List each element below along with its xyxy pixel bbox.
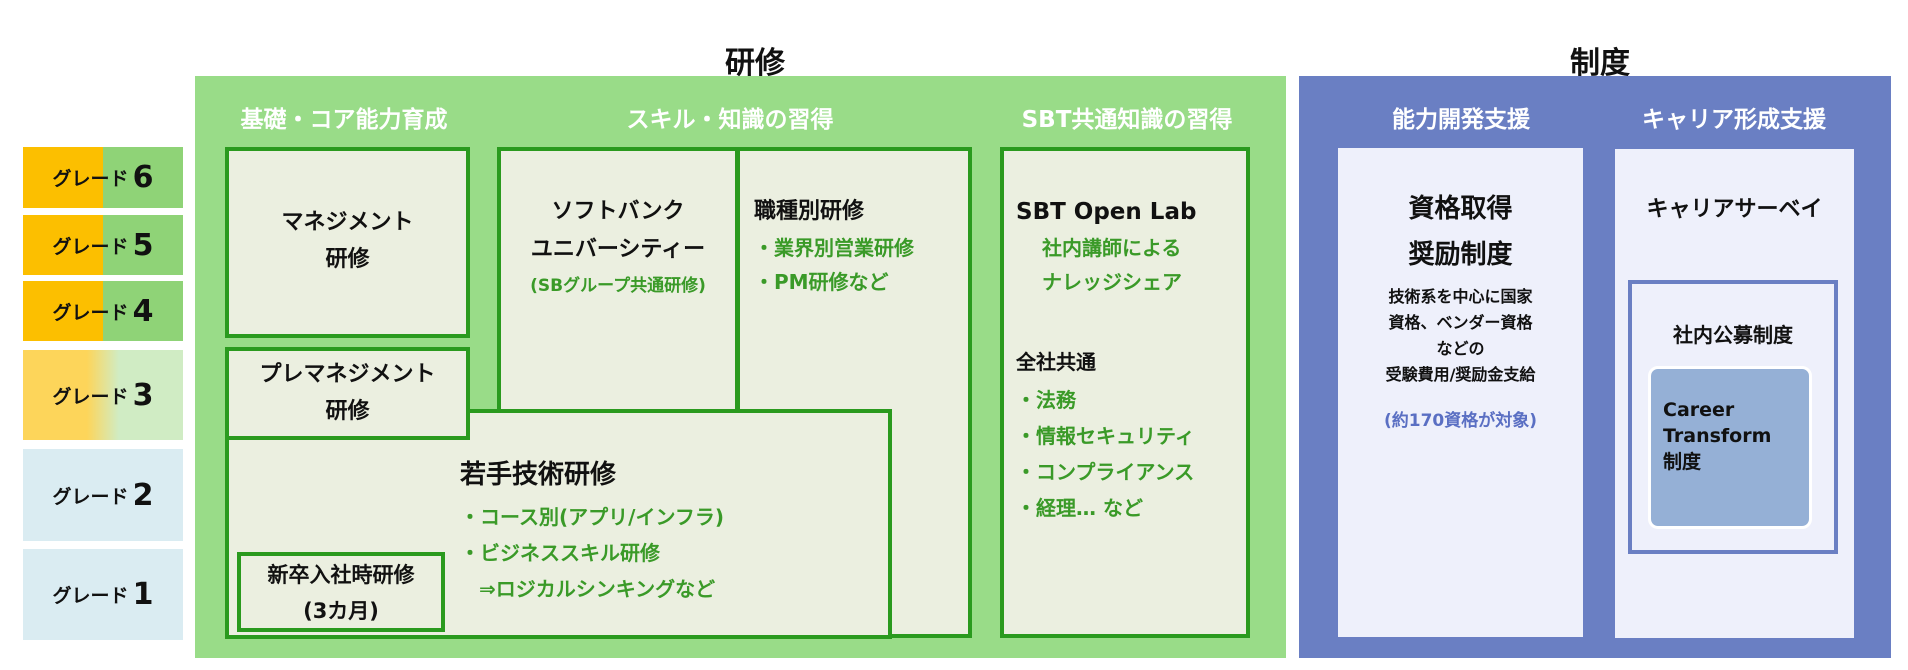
grade-number: 3 — [132, 377, 154, 413]
pre-management-training-box: プレマネジメント 研修 — [225, 347, 470, 440]
qualification-box: 資格取得 奨励制度 技術系を中心に国家 資格、ベンダー資格 などの 受験費用/奨… — [1338, 148, 1583, 637]
grade-number: 4 — [132, 293, 154, 329]
header-sbt: SBT共通知識の習得 — [1021, 107, 1233, 133]
grade-number: 1 — [132, 577, 154, 612]
qualification-note: (約170資格が対象) — [1383, 411, 1538, 431]
qualification-title-line: 奨励制度 — [1408, 240, 1513, 270]
career-transform-line: Transform — [1663, 425, 1772, 447]
sbt-sub-line: ナレッジシェア — [1042, 270, 1182, 294]
career-survey: キャリアサーベイ — [1646, 197, 1823, 222]
qualification-title-line: 資格取得 — [1408, 194, 1513, 224]
grade-number: 2 — [132, 477, 154, 513]
job-type-item: ・PM研修など — [754, 270, 889, 294]
sbt-common-knowledge-box: SBT Open Lab 社内講師による ナレッジシェア 全社共通 ・法務 ・情… — [1000, 147, 1250, 638]
career-transform-line: 制度 — [1663, 451, 1702, 473]
company-common-item: ・情報セキュリティ — [1016, 424, 1195, 448]
internal-recruit-title: 社内公募制度 — [1673, 323, 1793, 347]
softbank-univ-line2: ユニバーシティー — [530, 237, 706, 262]
young-tech-item: ⇒ロジカルシンキングなど — [479, 577, 716, 601]
career-transform-box: Career Transform 制度 — [1648, 366, 1812, 529]
grade-label: グレード — [52, 385, 129, 408]
header-career-support: キャリア形成支援 — [1642, 107, 1826, 133]
grade-number: 5 — [132, 227, 154, 263]
qualification-desc-line: 受験費用/奨励金支給 — [1385, 365, 1536, 384]
qualification-desc-line: 技術系を中心に国家 — [1388, 287, 1533, 306]
new-grad-line2: (3カ月) — [303, 599, 379, 623]
pre-management-line1: プレマネジメント — [259, 362, 436, 387]
grade-number: 6 — [132, 160, 154, 195]
young-tech-title: 若手技術研修 — [460, 460, 617, 490]
system-title: 制度 — [1570, 46, 1630, 81]
management-line1: マネジメント — [281, 210, 414, 235]
softbank-univ-line1: ソフトバンク — [551, 199, 685, 224]
header-ability-support: 能力開発支援 — [1392, 107, 1530, 133]
management-training-box: マネジメント 研修 — [225, 147, 470, 338]
new-grad-training-box: 新卒入社時研修 (3カ月) — [237, 552, 445, 632]
career-transform-line: Career — [1663, 399, 1735, 421]
header-core: 基礎・コア能力育成 — [240, 107, 448, 133]
grade-label: グレード — [52, 168, 129, 190]
management-line2: 研修 — [325, 247, 370, 272]
company-common-item: ・コンプライアンス — [1016, 460, 1195, 484]
young-tech-item: ・ビジネススキル研修 — [460, 541, 660, 565]
new-grad-line1: 新卒入社時研修 — [267, 563, 415, 587]
company-common-item: ・法務 — [1016, 388, 1076, 412]
softbank-univ-note: (SBグループ共通研修) — [530, 276, 706, 296]
training-title: 研修 — [725, 46, 785, 81]
company-common-item: ・経理… など — [1016, 496, 1143, 520]
company-common-title: 全社共通 — [1016, 350, 1096, 374]
header-skill: スキル・知識の習得 — [626, 107, 834, 133]
pre-management-line2: 研修 — [325, 399, 370, 424]
young-tech-item: ・コース別(アプリ/インフラ) — [460, 505, 724, 529]
sbt-sub-line: 社内講師による — [1042, 236, 1182, 260]
grade-label: グレード — [52, 301, 129, 324]
grade-label: グレード — [52, 585, 129, 607]
qualification-desc-line: 資格、ベンダー資格 — [1388, 313, 1533, 332]
qualification-desc-line: などの — [1436, 339, 1485, 358]
job-type-item: ・業界別営業研修 — [754, 236, 914, 260]
sbt-open-lab-title: SBT Open Lab — [1016, 199, 1197, 225]
softbank-university-box: ソフトバンク ユニバーシティー (SBグループ共通研修) — [497, 147, 739, 427]
grade-label: グレード — [52, 485, 129, 508]
grade-label: グレード — [52, 235, 129, 258]
job-type-title: 職種別研修 — [754, 199, 865, 224]
